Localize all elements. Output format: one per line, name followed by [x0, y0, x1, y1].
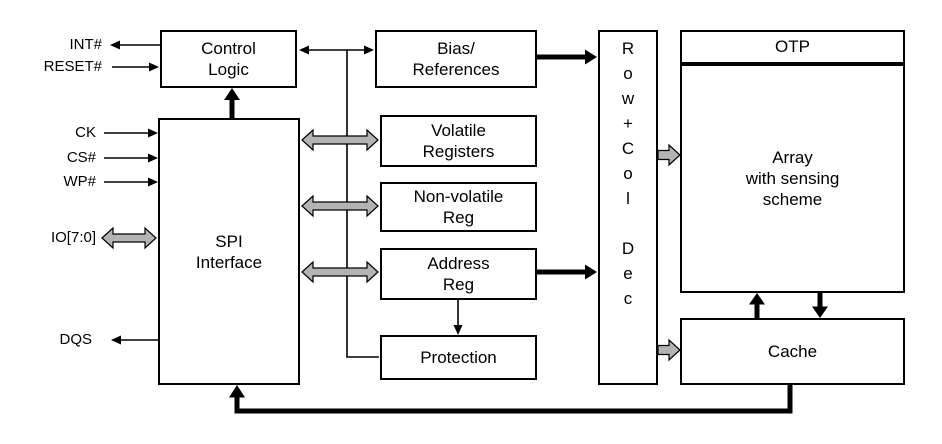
pin-label-cs: CS# — [66, 149, 96, 166]
pin-label-wp: WP# — [63, 173, 96, 190]
spi-address-bus-arrow — [301, 260, 379, 284]
block-address-reg: Address Reg — [380, 248, 537, 300]
control-protection-connector — [346, 50, 379, 358]
block-nonvolatile-reg: Non-volatile Reg — [380, 182, 537, 232]
array-cache-down-arrow — [812, 293, 828, 318]
spi-control-up-arrow — [224, 88, 240, 118]
block-control-logic: Control Logic — [160, 30, 297, 88]
reset-in-arrow — [112, 62, 159, 72]
otp-label: OTP — [682, 32, 903, 66]
pin-label-int: INT# — [69, 36, 102, 53]
pin-label-reset: RESET# — [43, 58, 102, 75]
pin-label-dqs: DQS — [59, 331, 92, 348]
pin-label-io: IO[7:0] — [50, 229, 96, 246]
control-bias-double-arrow — [299, 45, 374, 55]
io-bus-arrow — [101, 226, 157, 250]
block-bias-references: Bias/ References — [375, 30, 537, 88]
pin-label-ck: CK — [75, 124, 96, 141]
ck-in-arrow — [104, 128, 158, 138]
cache-array-up-arrow — [749, 293, 765, 318]
block-protection: Protection — [380, 335, 537, 380]
dqs-out-arrow — [111, 335, 158, 345]
array-label: Array with sensing scheme — [745, 148, 840, 209]
block-spi-interface: SPI Interface — [158, 118, 300, 385]
spi-nonvolatile-bus-arrow — [301, 194, 379, 218]
spi-volatile-bus-arrow — [301, 128, 379, 152]
rowcol-array-arrow — [657, 143, 681, 167]
address-rowcol-arrow — [537, 264, 597, 280]
wp-in-arrow — [104, 177, 158, 187]
cache-spi-feedback-arrow — [229, 385, 793, 414]
address-protection-arrow — [453, 300, 463, 335]
rowcol-cache-arrow — [657, 338, 681, 362]
block-otp-array: OTP Array with sensing scheme — [680, 30, 905, 293]
int-out-arrow — [110, 40, 160, 50]
block-volatile-registers: Volatile Registers — [380, 115, 537, 167]
cs-in-arrow — [104, 153, 158, 163]
block-cache: Cache — [680, 318, 905, 385]
block-row-col-dec: R o w + C o l D e c — [598, 30, 658, 385]
bias-rowcol-arrow — [537, 49, 597, 65]
